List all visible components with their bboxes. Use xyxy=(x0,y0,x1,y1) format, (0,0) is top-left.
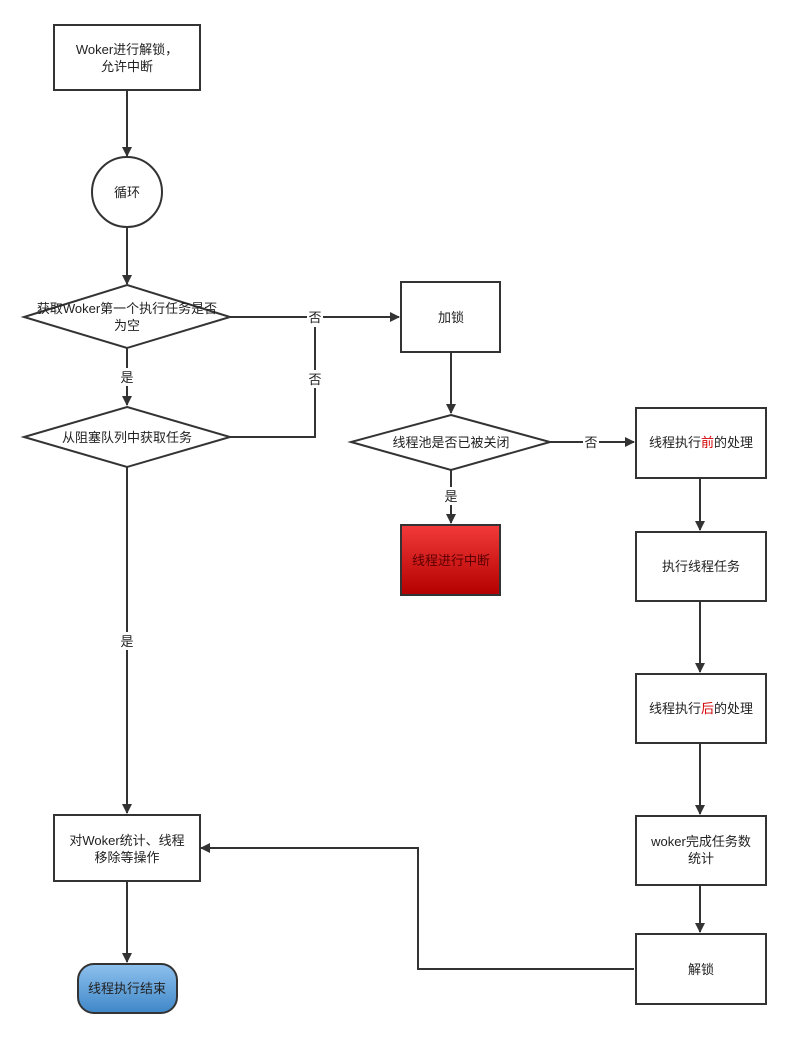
node-unlock-allow-interrupt-line2: 允许中断 xyxy=(101,59,153,74)
node-before-exec-highlight: 前 xyxy=(701,435,714,450)
edge-unlock-to-stats xyxy=(200,843,634,970)
node-loop xyxy=(91,156,163,228)
node-first-task-null-line1: 获取Woker第一个执行任务是否 xyxy=(37,301,217,316)
node-loop-label: 循环 xyxy=(114,185,140,200)
node-lock xyxy=(400,281,501,353)
node-before-exec-pre: 线程执行 xyxy=(649,435,701,450)
edge-label-first-null-yes: 是 xyxy=(120,370,133,385)
node-end-label: 线程执行结束 xyxy=(88,981,166,996)
node-unlock-label: 解锁 xyxy=(688,962,714,977)
edge-label-closed-yes: 是 xyxy=(444,489,457,504)
edge-label-queue-yes: 是 xyxy=(120,634,133,649)
node-get-task-from-queue-label: 从阻塞队列中获取任务 xyxy=(62,430,192,445)
node-pool-closed xyxy=(347,413,554,472)
edge-label-closed-no: 否 xyxy=(584,435,597,450)
node-stats-remove-line1: 对Woker统计、线程 xyxy=(69,833,184,848)
node-exec-task xyxy=(635,531,767,602)
node-count-tasks-line1: woker完成任务数 xyxy=(650,834,751,849)
node-after-exec-pre: 线程执行 xyxy=(649,701,701,716)
node-before-exec xyxy=(635,407,767,479)
edge-label-queue-no: 否 xyxy=(308,372,321,387)
node-lock-label: 加锁 xyxy=(438,310,464,325)
node-first-task-null xyxy=(20,283,234,350)
node-end xyxy=(77,963,178,1014)
node-get-task-from-queue xyxy=(20,405,234,469)
node-pool-closed-label: 线程池是否已被关闭 xyxy=(392,435,509,450)
node-after-exec-highlight: 后 xyxy=(701,701,714,716)
node-count-tasks xyxy=(635,815,767,886)
node-after-exec-post: 的处理 xyxy=(714,701,753,716)
node-before-exec-post: 的处理 xyxy=(714,435,753,450)
node-interrupt-thread xyxy=(400,524,501,596)
node-exec-task-label: 执行线程任务 xyxy=(662,559,740,574)
node-stats-remove-line2: 移除等操作 xyxy=(94,850,159,865)
node-stats-remove xyxy=(53,814,201,882)
edge-queue-no xyxy=(230,317,316,438)
node-after-exec xyxy=(635,673,767,744)
node-count-tasks-line2: 统计 xyxy=(688,851,714,866)
node-interrupt-thread-label: 线程进行中断 xyxy=(412,553,490,568)
node-unlock-allow-interrupt xyxy=(53,24,201,91)
node-first-task-null-line2: 为空 xyxy=(114,318,140,333)
edge-label-first-null-no: 否 xyxy=(308,310,321,325)
node-unlock xyxy=(635,933,767,1005)
node-before-exec-label: 线程执行前的处理 xyxy=(649,435,753,450)
node-after-exec-label: 线程执行后的处理 xyxy=(649,701,753,716)
node-unlock-allow-interrupt-line1: Woker进行解锁， xyxy=(76,42,178,57)
